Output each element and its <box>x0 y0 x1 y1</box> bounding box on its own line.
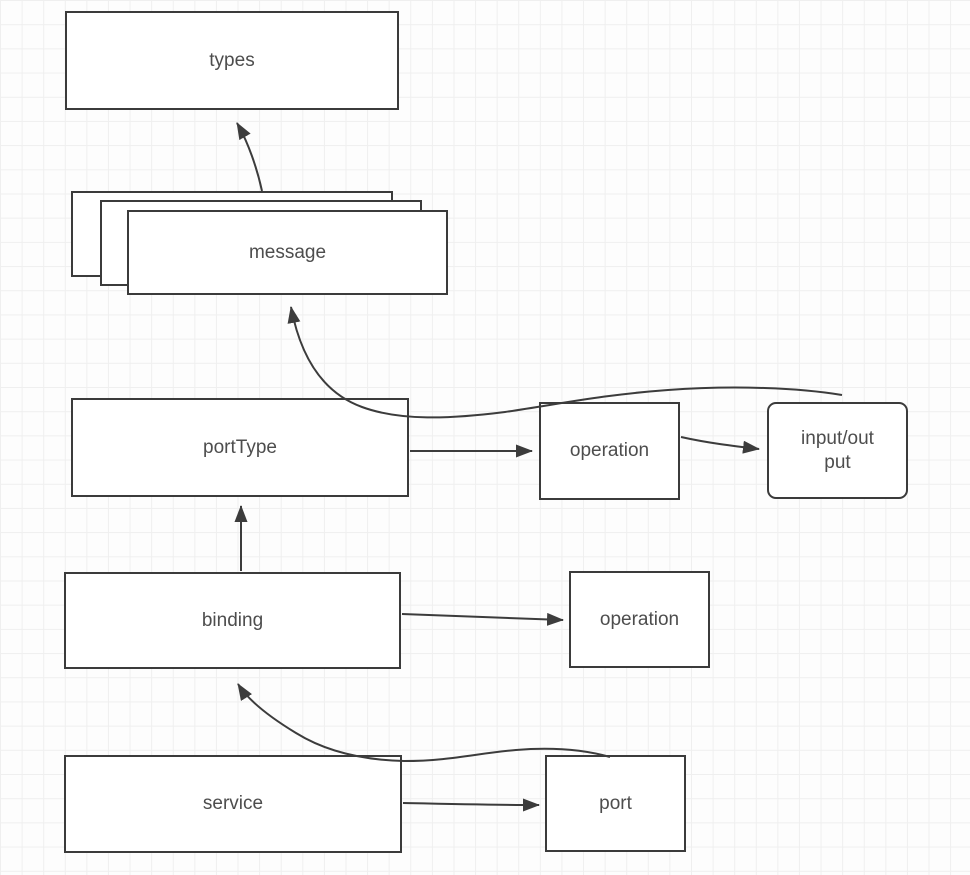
node-port-label: port <box>599 792 632 814</box>
node-service-label: service <box>202 793 264 815</box>
edge-service-to-port <box>402 798 540 812</box>
node-input-output: input/out put <box>767 402 908 499</box>
node-input-output-label: input/out put <box>801 427 874 473</box>
node-message-label: message <box>248 241 327 263</box>
node-operation-top: operation <box>539 402 680 500</box>
node-operation-top-label: operation <box>569 440 650 462</box>
edge-port-to-binding <box>237 683 611 763</box>
node-service: service <box>64 755 402 853</box>
edge-message-to-types <box>236 122 263 192</box>
node-operation-bottom: operation <box>569 571 710 668</box>
node-types-label: types <box>209 49 255 71</box>
edge-binding-to-operation <box>401 612 564 626</box>
node-operation-bottom-label: operation <box>599 608 680 630</box>
node-porttype: portType <box>71 398 409 497</box>
node-binding-label: binding <box>201 609 264 631</box>
node-port: port <box>545 755 686 852</box>
node-binding: binding <box>64 572 401 669</box>
node-message: message <box>127 210 448 295</box>
node-porttype-label: portType <box>203 436 277 458</box>
edge-operation-to-input-output <box>680 436 760 454</box>
node-types: types <box>65 11 399 110</box>
